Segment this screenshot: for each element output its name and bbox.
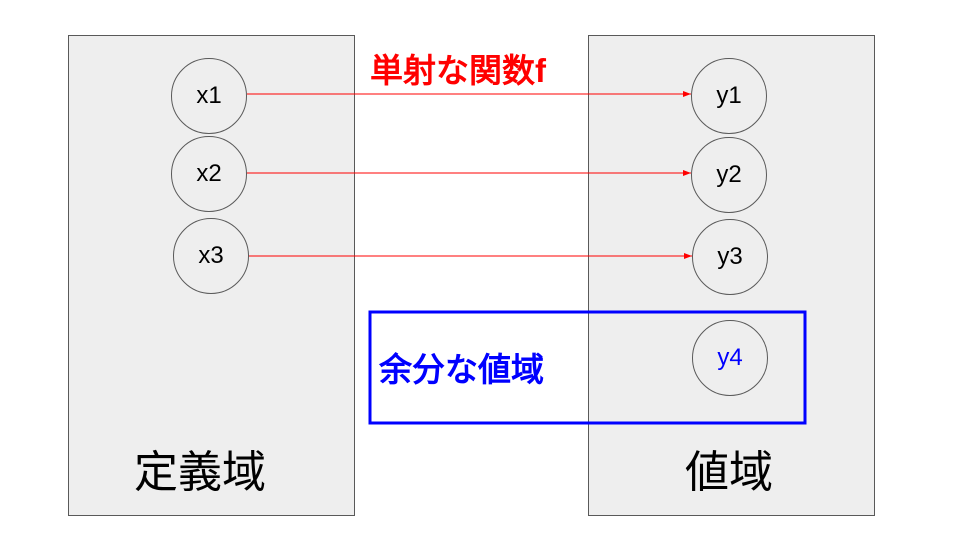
codomain-element-y2: y2	[691, 137, 767, 213]
codomain-element-y3: y3	[692, 219, 768, 295]
codomain-element-y4: y4	[692, 320, 768, 396]
diagram-title: 単射な関数f	[370, 52, 546, 89]
domain-element-x1: x1	[171, 58, 247, 134]
domain-element-x2: x2	[171, 136, 247, 212]
extra-range-label: 余分な値域	[379, 351, 544, 388]
domain-element-x3: x3	[173, 218, 249, 294]
domain-label: 定義域	[134, 448, 266, 497]
extra-range-highlight	[368, 310, 807, 425]
codomain-element-y1: y1	[691, 58, 767, 134]
codomain-label: 値域	[685, 448, 773, 497]
